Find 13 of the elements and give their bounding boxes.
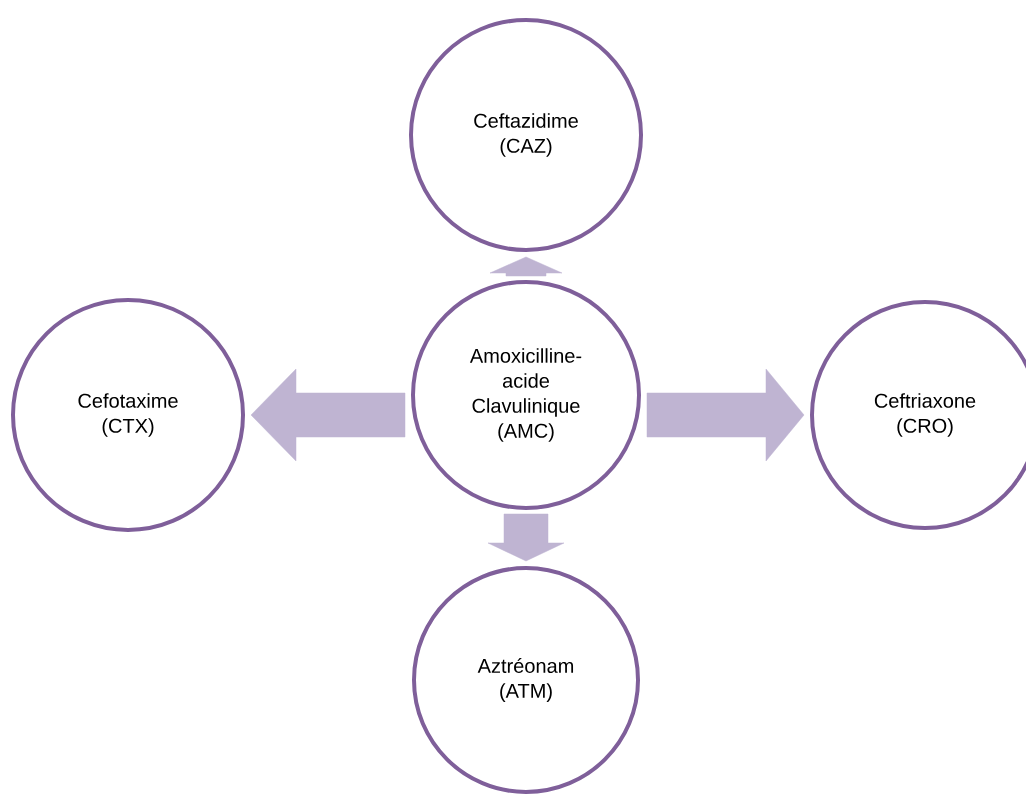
- circle-node: [409, 18, 643, 252]
- block-arrow: [489, 256, 563, 277]
- node-label: Ceftazidime (CAZ): [474, 113, 578, 157]
- node-label: Amoxicilline-acide Clavulinique (AMC): [469, 348, 582, 442]
- circle-node: [411, 280, 641, 510]
- node-label: Aztréonam (ATM): [477, 658, 574, 702]
- block-arrow: [646, 368, 805, 462]
- circle-node: [412, 566, 640, 794]
- circle-node: [11, 298, 245, 532]
- block-arrow: [250, 368, 406, 462]
- node-label: Ceftriaxone (CRO): [874, 393, 976, 437]
- node-label: Cefotaxime (CTX): [78, 393, 178, 437]
- block-arrow: [487, 513, 565, 562]
